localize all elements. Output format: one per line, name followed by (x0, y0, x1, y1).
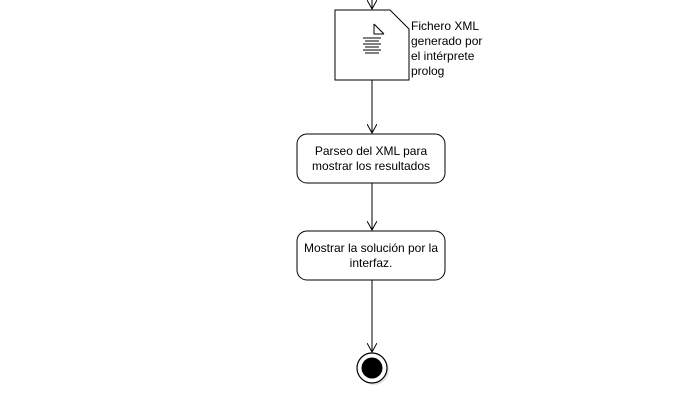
document-icon (361, 23, 385, 58)
action-show-solution[interactable] (296, 230, 446, 281)
final-node-icon[interactable] (356, 352, 389, 385)
action-parse-xml[interactable] (296, 133, 446, 184)
xml-file-object-node[interactable] (334, 9, 410, 81)
action-parse-xml-label: Parseo del XML para mostrar los resultad… (311, 143, 431, 173)
action-show-solution-label: Mostrar la solución por la interfaz. (303, 240, 439, 270)
xml-file-label: Fichero XML generado por el intérprete p… (411, 19, 483, 78)
